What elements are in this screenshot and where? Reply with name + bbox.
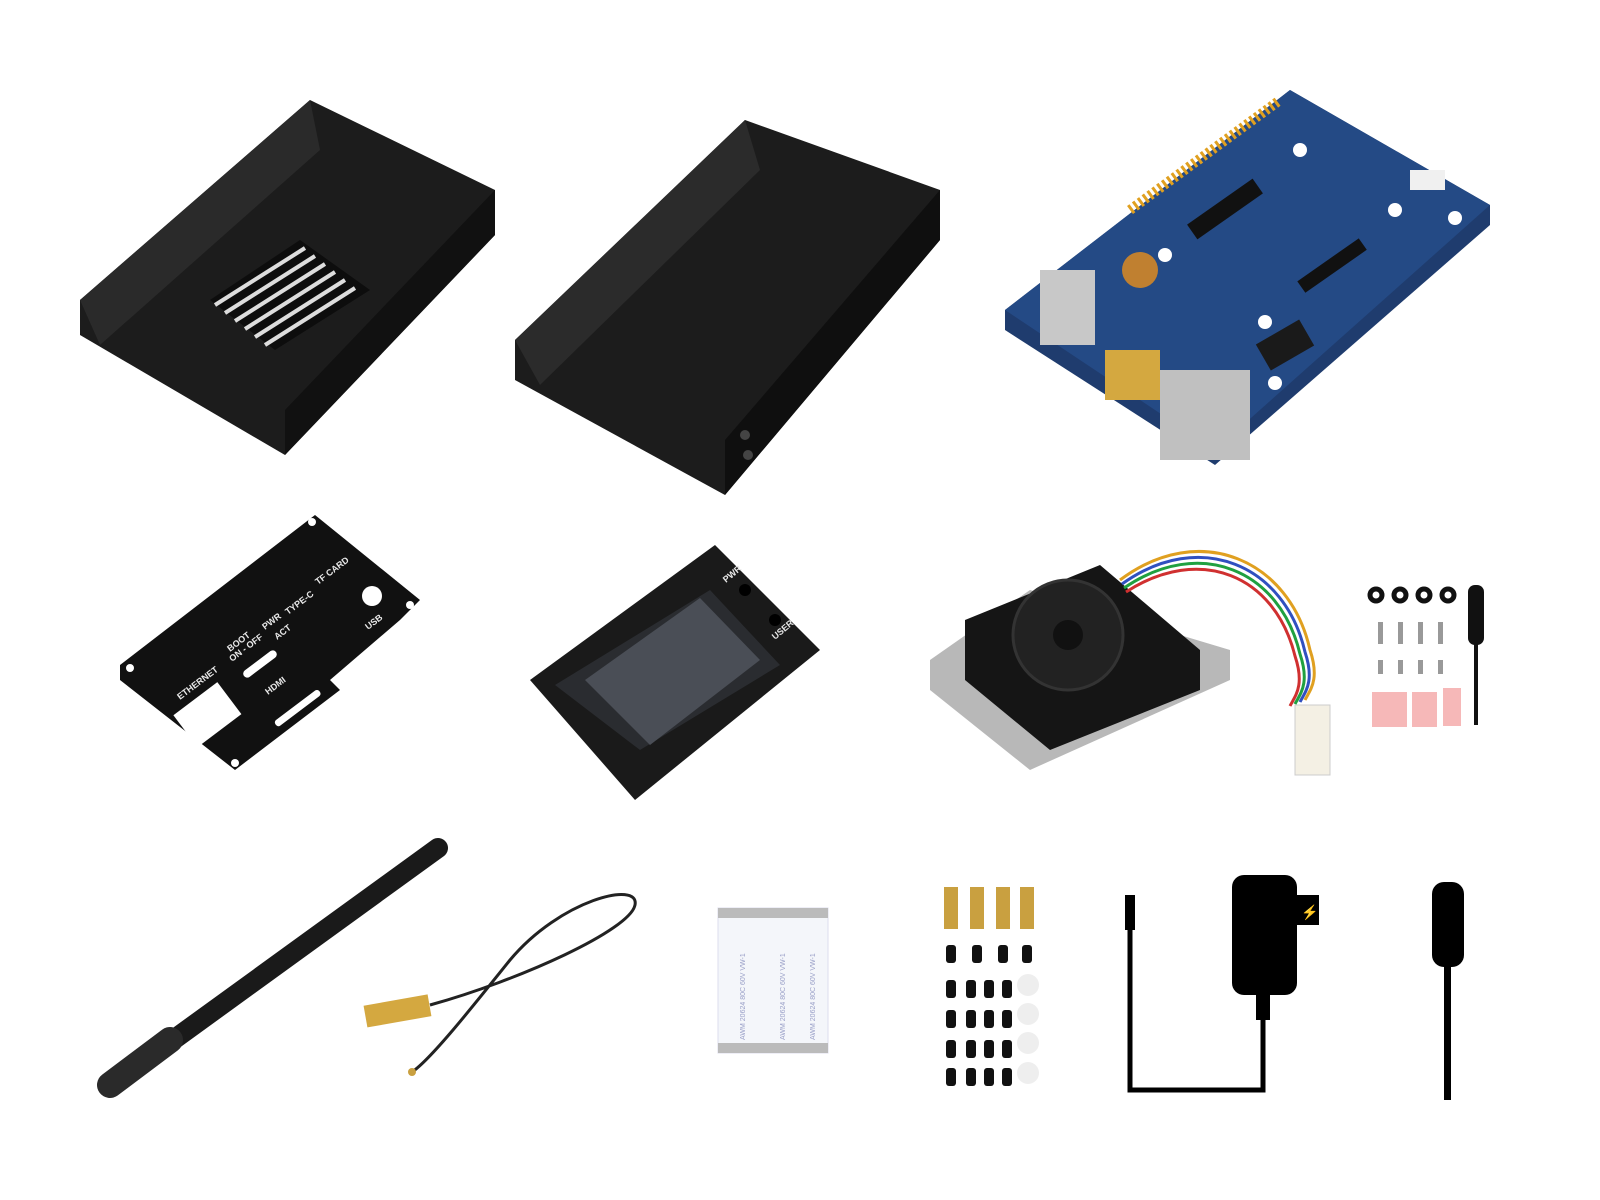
ffc-print-3: AWM 20624 80C 60V VW-1 — [810, 953, 817, 1040]
ffc-ribbon-cable: AWM 20624 80C 60V VW-1 AWM 20624 80C 60V… — [717, 907, 829, 1054]
aluminium-case-top — [515, 120, 940, 495]
ffc-print-2: AWM 20624 80C 60V VW-1 — [780, 953, 787, 1040]
carrier-board — [1005, 90, 1490, 465]
cooling-fan — [930, 549, 1331, 776]
front-panel-plate: ETHERNET BOOT ON - OFF PWR ACT TYPE-C TF… — [120, 515, 420, 770]
wifi-antenna — [97, 838, 448, 1098]
ffc-print-1: AWM 20624 80C 60V VW-1 — [740, 953, 747, 1040]
screw-kit-small — [1367, 586, 1461, 727]
aluminium-case-bottom-vented — [80, 100, 495, 455]
lightning-icon: ⚡ — [1301, 904, 1318, 921]
antenna-pigtail-cable — [363, 892, 637, 1076]
screwdriver-large — [1432, 882, 1464, 1100]
screwdriver-small — [1468, 585, 1484, 725]
power-adapter: ⚡ — [1125, 875, 1319, 1093]
standoff-screw-kit — [944, 887, 1039, 1086]
lcd-display-module: PWR USER — [530, 545, 820, 800]
